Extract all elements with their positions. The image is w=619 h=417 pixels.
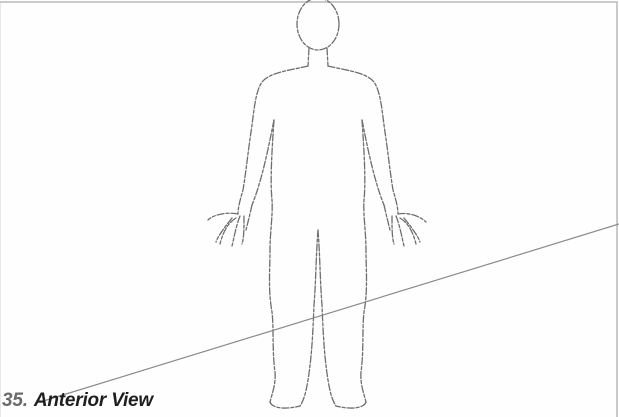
head-outline	[297, 0, 339, 50]
neck-outline	[308, 48, 328, 66]
feet	[270, 402, 366, 408]
body-silhouette	[238, 66, 398, 406]
diagonal-line	[40, 224, 619, 402]
figure-number: 35.	[2, 390, 28, 411]
right-hand	[384, 205, 426, 246]
human-body-outline-icon	[208, 0, 426, 408]
left-hand	[208, 205, 252, 246]
figure-caption: 35. Anterior View	[2, 390, 153, 412]
figure-title: Anterior View	[34, 390, 153, 411]
